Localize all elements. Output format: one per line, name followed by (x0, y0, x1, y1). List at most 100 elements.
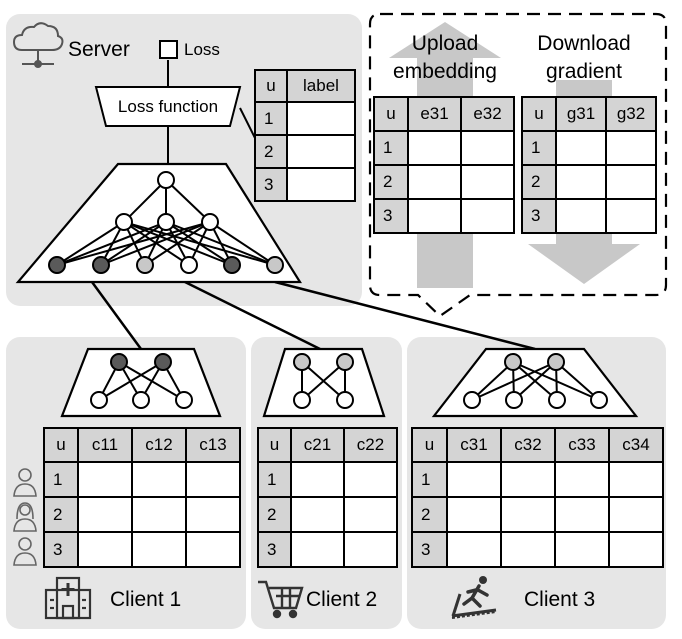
table-cell (290, 531, 345, 568)
table-cell (131, 461, 187, 498)
upload-title-line2: embedding (393, 60, 497, 83)
table-cell (185, 461, 241, 498)
loss-label: Loss (184, 40, 220, 59)
shopping-cart-icon (258, 580, 304, 619)
table-header: c22 (343, 427, 398, 463)
table-cell (500, 461, 556, 498)
table-header: u (43, 427, 79, 463)
table-header: c31 (446, 427, 502, 463)
table-header: e31 (407, 96, 462, 132)
table-header: g32 (605, 96, 657, 132)
client1-nodes (90, 353, 193, 409)
table-cell (605, 164, 657, 200)
table-cell (290, 461, 345, 498)
table-header: c33 (554, 427, 610, 463)
row-id: 2 (373, 164, 409, 200)
table-cell (555, 198, 607, 234)
row-id: 1 (254, 101, 288, 136)
server-nodes (48, 171, 284, 274)
table-header: g31 (555, 96, 607, 132)
table-cell (77, 531, 133, 568)
row-id: 2 (411, 496, 448, 533)
row-id: 3 (257, 531, 292, 568)
row-id: 1 (257, 461, 292, 498)
row-id: 1 (373, 130, 409, 166)
loss-node (159, 40, 178, 59)
table-cell (460, 130, 515, 166)
table-header: u (521, 96, 557, 132)
table-cell (446, 531, 502, 568)
link-client2 (184, 280, 321, 351)
client3-model-shape (431, 347, 639, 418)
treadmill-icon (451, 576, 497, 619)
client1-name: Client 1 (110, 588, 182, 611)
table-cell (555, 130, 607, 166)
upload-title-line1: Upload (411, 32, 479, 55)
server-title: Server (68, 38, 130, 61)
table-cell (286, 167, 356, 202)
table-cell (286, 134, 356, 169)
table-cell (500, 531, 556, 568)
row-id: 2 (254, 134, 288, 169)
table-cell (343, 496, 398, 533)
link-client3 (274, 280, 536, 351)
client2-nodes (293, 353, 354, 409)
table-cell (407, 198, 462, 234)
user-icon-3 (13, 537, 37, 566)
table-cell (407, 164, 462, 200)
table-cell (554, 461, 610, 498)
table-cell (77, 496, 133, 533)
client3-name: Client 3 (524, 588, 596, 611)
table-cell (460, 198, 515, 234)
download-title-line2: gradient (546, 60, 622, 83)
table-header: label (286, 69, 356, 103)
table-header: c21 (290, 427, 345, 463)
table-cell (554, 531, 610, 568)
table-header: u (257, 427, 292, 463)
hospital-icon (44, 576, 92, 620)
row-id: 1 (411, 461, 448, 498)
lossfn-to-labels (239, 107, 257, 141)
table-cell (343, 531, 398, 568)
user-icon-2 (13, 502, 37, 532)
table-header: c34 (608, 427, 664, 463)
table-header: c13 (185, 427, 241, 463)
table-cell (605, 198, 657, 234)
table-cell (500, 496, 556, 533)
table-header: c32 (500, 427, 556, 463)
row-id: 1 (43, 461, 79, 498)
table-cell (555, 164, 607, 200)
table-cell (290, 496, 345, 533)
table-cell (608, 531, 664, 568)
row-id: 1 (521, 130, 557, 166)
loss-function-shape (94, 86, 242, 127)
row-id: 2 (257, 496, 292, 533)
table-cell (77, 461, 133, 498)
table-cell (608, 496, 664, 533)
row-id: 3 (254, 167, 288, 202)
table-cell (407, 130, 462, 166)
table-cell (554, 496, 610, 533)
row-id: 3 (43, 531, 79, 568)
client2-name: Client 2 (306, 588, 378, 611)
table-header: u (254, 69, 288, 103)
table-cell (131, 531, 187, 568)
row-id: 3 (373, 198, 409, 234)
table-cell (460, 164, 515, 200)
table-header: u (411, 427, 448, 463)
user-icon-1 (13, 468, 37, 497)
cloud-server-icon (12, 22, 64, 68)
row-id: 2 (521, 164, 557, 200)
table-header: c11 (77, 427, 133, 463)
table-header: u (373, 96, 409, 132)
table-cell (446, 461, 502, 498)
table-header: e32 (460, 96, 515, 132)
